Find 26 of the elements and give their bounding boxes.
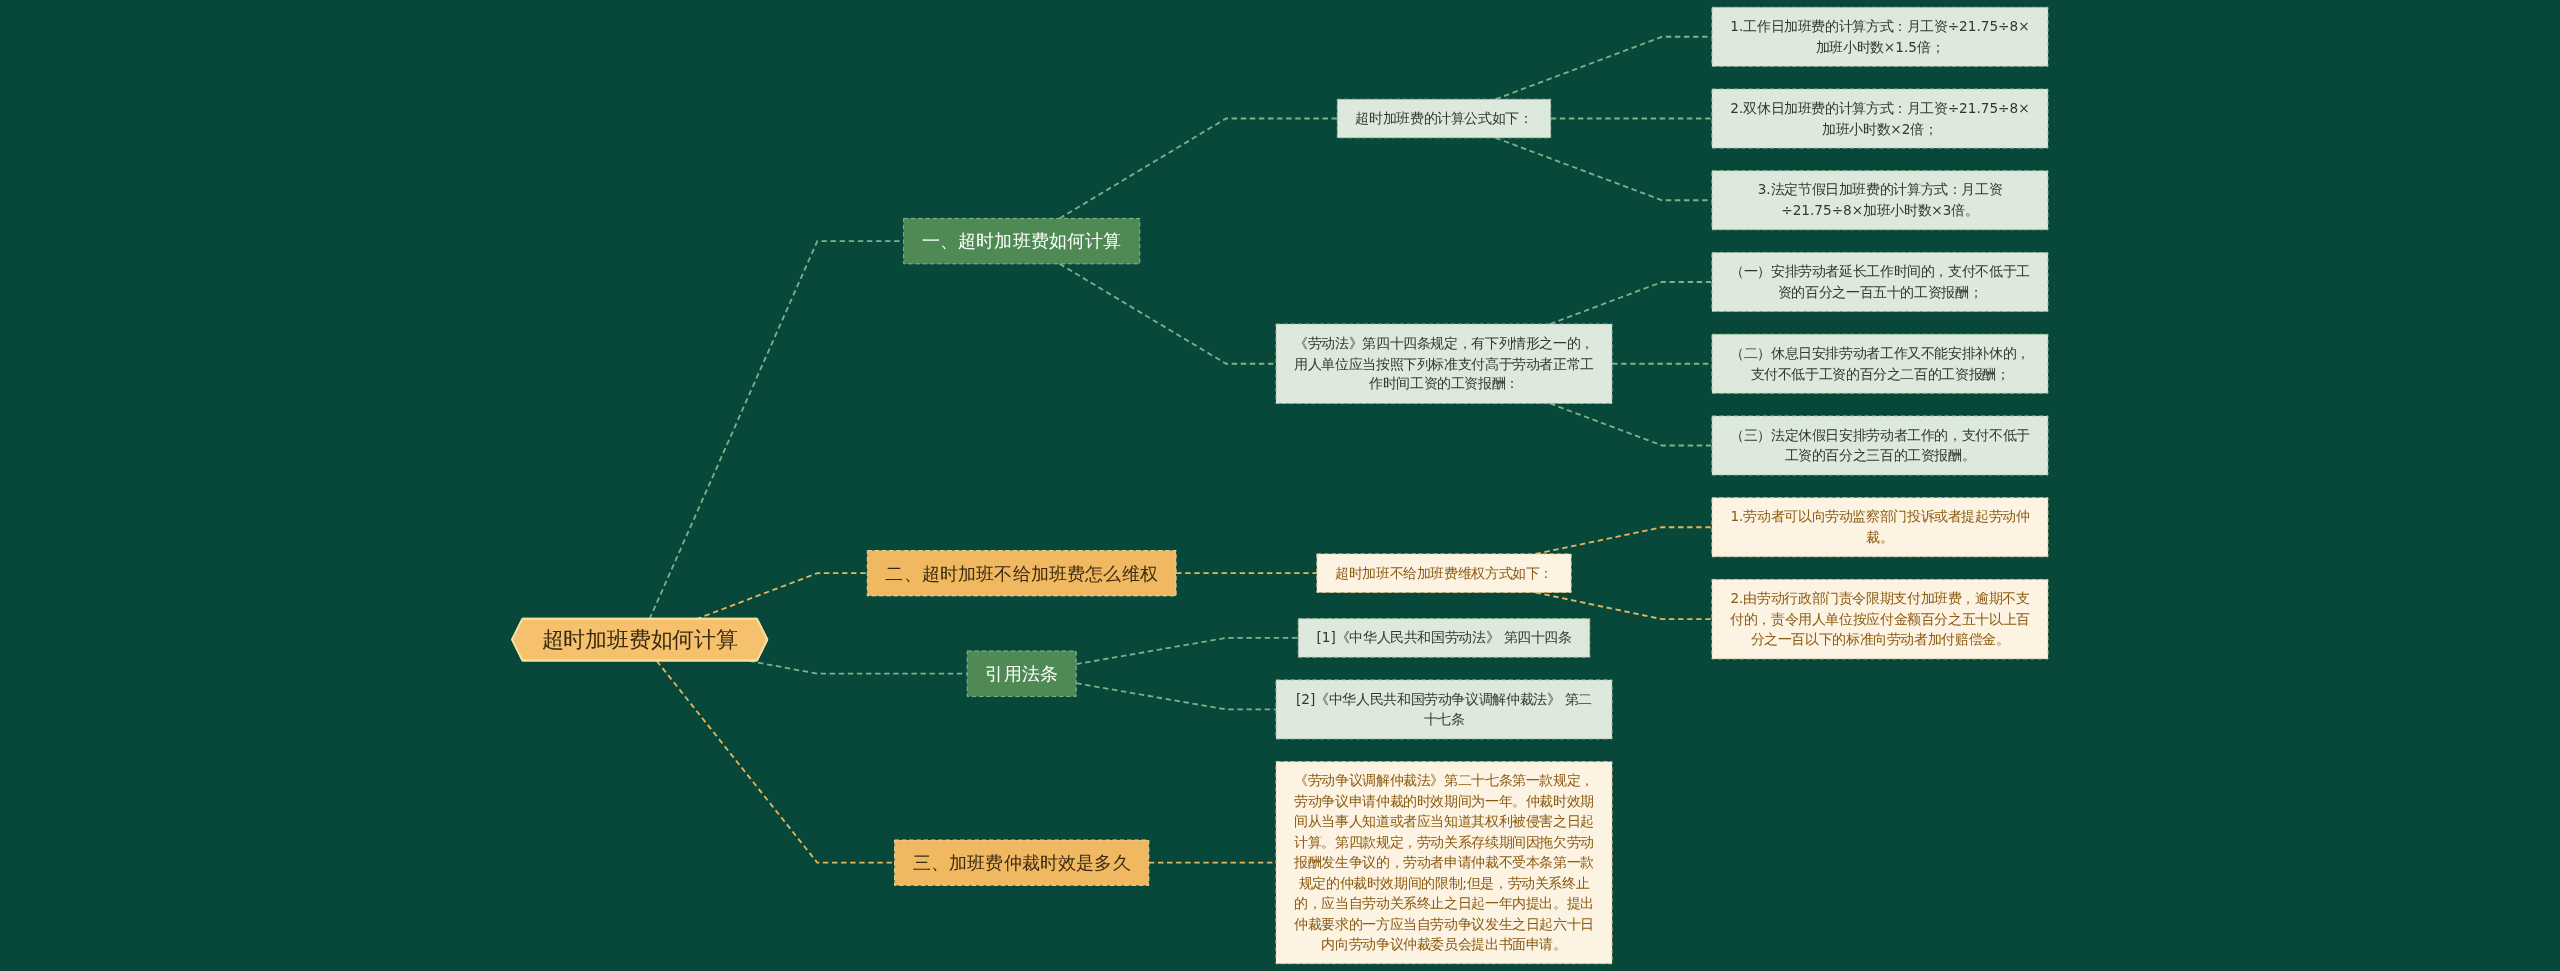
node-box: 二、超时加班不给加班费怎么维权 xyxy=(866,550,1177,597)
node-box: 一、超时加班费如何计算 xyxy=(903,217,1141,265)
connector xyxy=(1549,281,1713,325)
node-box: 《劳动法》第四十四条规定，有下列情形之一的，用人单位应当按照下列标准支付高于劳动者正常工作时间工资的工资报酬： xyxy=(1275,323,1613,404)
node-box: [1]《中华人民共和国劳动法》 第四十四条 xyxy=(1297,618,1591,658)
node-box: 《劳动争议调解仲裁法》第二十七条第一款规定，劳动争议申请仲裁的时效期间为一年。仲裁时效期间从当事人知道或者应当知道其权利被侵害之日起计算。第四款规定，劳动关系存续期间因拖欠劳动报酬发生争议的，劳动者申请仲裁不受本条第一款规定的仲裁时效期间的限制;但是，劳动关系终止的，应当自劳动关系终止之日起一年内提出。提出仲裁要求的一方应当自劳动争议发生之日起六十日内向劳动争议仲裁委员会提出书面申请。 xyxy=(1275,761,1613,965)
node-box: 2.双休日加班费的计算方式：月工资÷21.75÷8×加班小时数×2倍； xyxy=(1711,88,2049,149)
node-box: 1.工作日加班费的计算方式：月工资÷21.75÷8×加班小时数×1.5倍； xyxy=(1711,6,2049,67)
node-box: （二）休息日安排劳动者工作又不能安排补休的，支付不低于工资的百分之二百的工资报酬； xyxy=(1711,333,2049,394)
node-box: （三）法定休假日安排劳动者工作的，支付不低于工资的百分之三百的工资报酬。 xyxy=(1711,415,2049,476)
node-box: 2.由劳动行政部门责令限期支付加班费，逾期不支付的，责令用人单位按应付金额百分之五十以上百分之一百以下的标准向劳动者加付赔偿金。 xyxy=(1711,579,2049,660)
connector xyxy=(1549,402,1713,447)
node-box: （一）安排劳动者延长工作时间的，支付不低于工资的百分之一百五十的工资报酬； xyxy=(1711,252,2049,312)
node-box: 三、加班费仲裁时效是多久 xyxy=(894,839,1150,886)
node-box: [2]《中华人民共和国劳动争议调解仲裁法》 第二十七条 xyxy=(1275,679,1613,740)
connector xyxy=(1075,682,1277,711)
connector xyxy=(1058,117,1339,220)
connector xyxy=(1075,637,1300,666)
node-box: 超时加班费的计算公式如下： xyxy=(1336,98,1552,139)
node-box: 超时加班不给加班费维权方式如下： xyxy=(1316,553,1572,593)
node-box: 1.劳动者可以向劳动监察部门投诉或者提起劳动仲裁。 xyxy=(1711,497,2049,558)
connector xyxy=(1175,572,1318,575)
connector xyxy=(1549,117,1713,120)
node-box: 3.法定节假日加班费的计算方式：月工资÷21.75÷8×加班小时数×3倍。 xyxy=(1711,170,2049,231)
node-box: 引用法条 xyxy=(966,650,1077,697)
connector xyxy=(748,660,969,675)
